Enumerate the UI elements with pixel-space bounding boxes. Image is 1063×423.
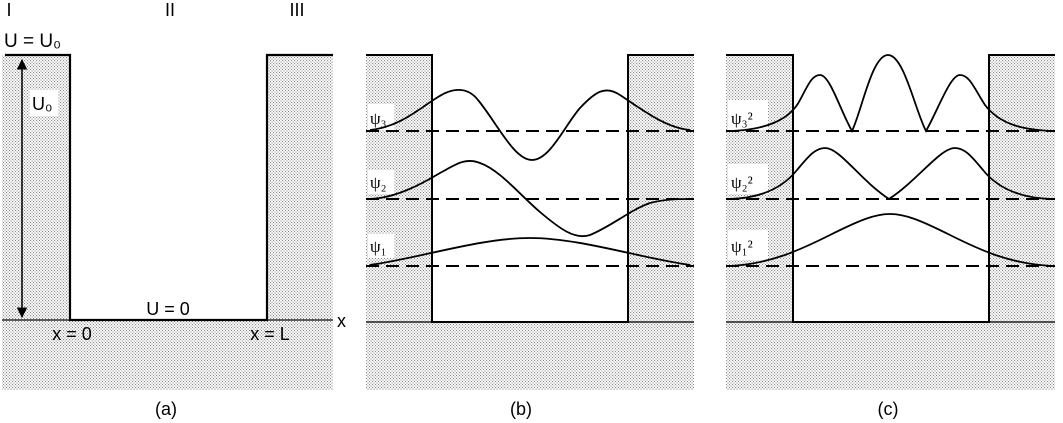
- psi2-curve: [369, 160, 691, 238]
- psi1-label: ψ₁: [370, 237, 387, 256]
- potential-barrier-region: [726, 55, 1055, 390]
- top-potential-label: U = U₀: [4, 31, 61, 52]
- psi1-label-background: [368, 234, 394, 258]
- caption-b: (b): [510, 399, 532, 419]
- psi2-label: ψ₂: [370, 173, 387, 192]
- psi3-sq-curve: [729, 54, 1053, 133]
- region-label-3: III: [289, 0, 304, 20]
- right-wall-position-label: x = L: [250, 324, 290, 344]
- left-wall-position-label: x = 0: [52, 324, 92, 344]
- potential-barrier-region: [366, 55, 694, 390]
- psi2-sq-label: ψ₂²: [731, 173, 753, 192]
- barrier-height-label: U₀: [32, 94, 52, 114]
- psi2-label-background: [368, 170, 394, 194]
- x-axis-label: x: [337, 311, 346, 331]
- caption-a: (a): [155, 399, 177, 419]
- psi3-sq-label: ψ₃²: [731, 109, 753, 128]
- psi1-sq-label-background: [728, 230, 768, 260]
- psi3-curve: [369, 88, 691, 161]
- psi2-sq-label-background: [728, 164, 768, 194]
- well-potential-label: U = 0: [146, 299, 190, 319]
- psi3-label: ψ₃: [370, 109, 387, 128]
- caption-c: (c): [878, 399, 899, 419]
- panel-a: I II III U = U₀ U₀ U = 0 x = 0 x = L x (…: [2, 0, 346, 419]
- panel-b: ψ₃ ψ₂ ψ₁ (b): [366, 54, 694, 419]
- psi3-sq-label-background: [728, 100, 768, 130]
- panel-c: ψ₃² ψ₂² ψ₁² (c): [726, 54, 1055, 419]
- psi1-sq-curve: [729, 213, 1053, 267]
- psi1-curve: [369, 237, 691, 266]
- u0-label-background: [30, 90, 58, 116]
- psi1-sq-label: ψ₁²: [731, 237, 753, 256]
- potential-barrier-region: [2, 55, 333, 390]
- psi2-sq-curve: [729, 147, 1053, 201]
- region-label-2: II: [165, 0, 175, 20]
- region-label-1: I: [6, 0, 11, 20]
